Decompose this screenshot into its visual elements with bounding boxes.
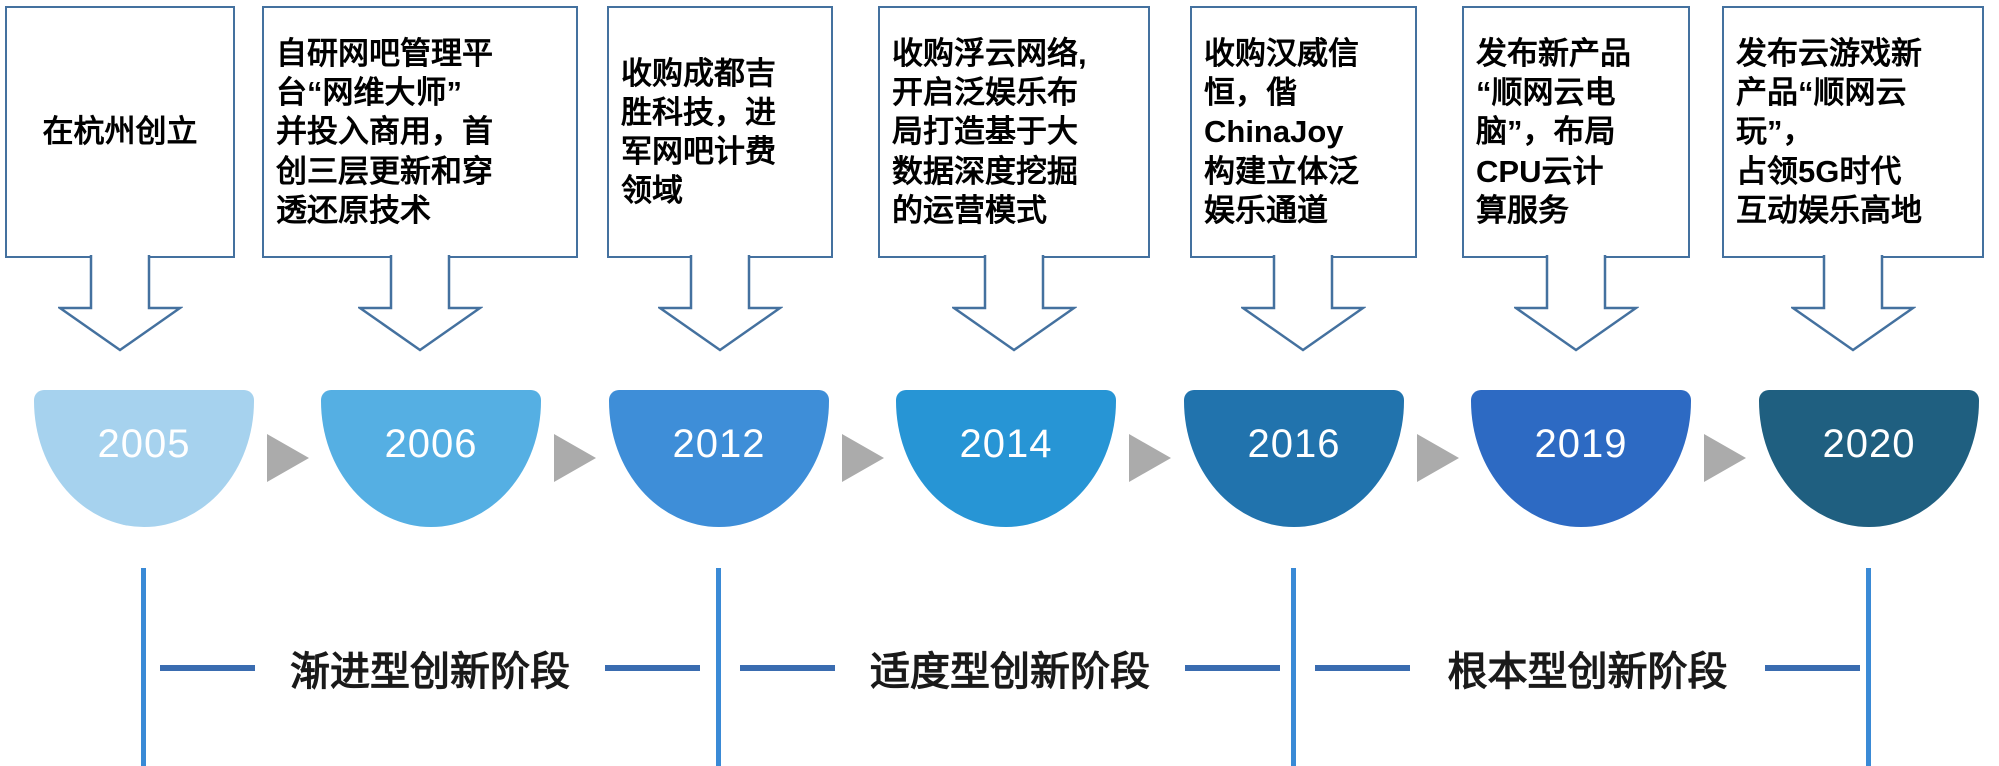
event-callout-box: 收购成都吉 胜科技，进 军网吧计费 领域 (607, 6, 833, 258)
year-semicircle: 2012 (609, 390, 829, 527)
right-arrow-icon (267, 434, 309, 482)
phase-label: 根本型创新阶段 (1447, 650, 1728, 694)
event-callout-box: 自研网吧管理平 台“网维大师” 并投入商用，首 创三层更新和穿 透还原技术 (262, 6, 578, 258)
event-description: 发布新产品 “顺网云电 脑”，布局 CPU云计 算服务 (1476, 36, 1631, 228)
right-arrow-icon (842, 434, 884, 482)
phase-dash (160, 665, 255, 671)
phase-dash (1765, 665, 1860, 671)
event-callout-box: 在杭州创立 (5, 6, 235, 258)
year-semicircle: 2006 (321, 390, 541, 527)
phase-vertical-line (1866, 568, 1871, 766)
year-label: 2012 (672, 422, 766, 466)
right-arrow-icon (1129, 434, 1171, 482)
event-description: 自研网吧管理平 台“网维大师” 并投入商用，首 创三层更新和穿 透还原技术 (276, 36, 493, 228)
event-callout-box: 发布云游戏新 产品“顺网云 玩”， 占领5G时代 互动娱乐高地 (1722, 6, 1984, 258)
year-semicircle: 2014 (896, 390, 1116, 527)
event-callout-box: 收购汉威信 恒，偕 ChinaJoy 构建立体泛 娱乐通道 (1190, 6, 1417, 258)
down-arrow-callout-icon (358, 255, 483, 352)
event-description: 收购成都吉 胜科技，进 军网吧计费 领域 (621, 55, 776, 209)
right-arrow-icon (554, 434, 596, 482)
phase-segment: 根本型创新阶段 (1315, 640, 1860, 696)
event-description: 发布云游戏新 产品“顺网云 玩”， 占领5G时代 互动娱乐高地 (1736, 36, 1922, 228)
year-semicircle: 2005 (34, 390, 254, 527)
phase-dash (740, 665, 835, 671)
phase-segment: 适度型创新阶段 (740, 640, 1280, 696)
right-arrow-icon (1417, 434, 1459, 482)
down-arrow-callout-icon (1791, 255, 1916, 352)
event-description: 收购浮云网络, 开启泛娱乐布 局打造基于大 数据深度挖掘 的运营模式 (892, 36, 1087, 228)
phase-label: 渐进型创新阶段 (290, 650, 570, 694)
phase-segment: 渐进型创新阶段 (160, 640, 700, 696)
down-arrow-callout-icon (658, 255, 783, 352)
phase-vertical-line (1291, 568, 1296, 766)
event-description: 收购汉威信 恒，偕 ChinaJoy 构建立体泛 娱乐通道 (1204, 36, 1359, 228)
event-callout-box: 收购浮云网络, 开启泛娱乐布 局打造基于大 数据深度挖掘 的运营模式 (878, 6, 1150, 258)
down-arrow-callout-icon (952, 255, 1077, 352)
down-arrow-callout-icon (1514, 255, 1639, 352)
year-semicircle: 2020 (1759, 390, 1979, 527)
phase-dash (1185, 665, 1280, 671)
phase-label: 适度型创新阶段 (870, 650, 1150, 694)
year-semicircle: 2019 (1471, 390, 1691, 527)
year-label: 2016 (1247, 422, 1341, 466)
down-arrow-callout-icon (1241, 255, 1366, 352)
year-label: 2014 (959, 422, 1053, 466)
year-label: 2019 (1534, 422, 1628, 466)
phase-vertical-line (716, 568, 721, 766)
year-semicircle: 2016 (1184, 390, 1404, 527)
phase-vertical-line (141, 568, 146, 766)
year-label: 2006 (384, 422, 478, 466)
event-callout-box: 发布新产品 “顺网云电 脑”，布局 CPU云计 算服务 (1462, 6, 1690, 258)
right-arrow-icon (1704, 434, 1746, 482)
phase-dash (605, 665, 700, 671)
year-label: 2020 (1822, 422, 1916, 466)
event-description: 在杭州创立 (42, 114, 198, 150)
phase-dash (1315, 665, 1410, 671)
year-label: 2005 (97, 422, 191, 466)
down-arrow-callout-icon (58, 255, 183, 352)
